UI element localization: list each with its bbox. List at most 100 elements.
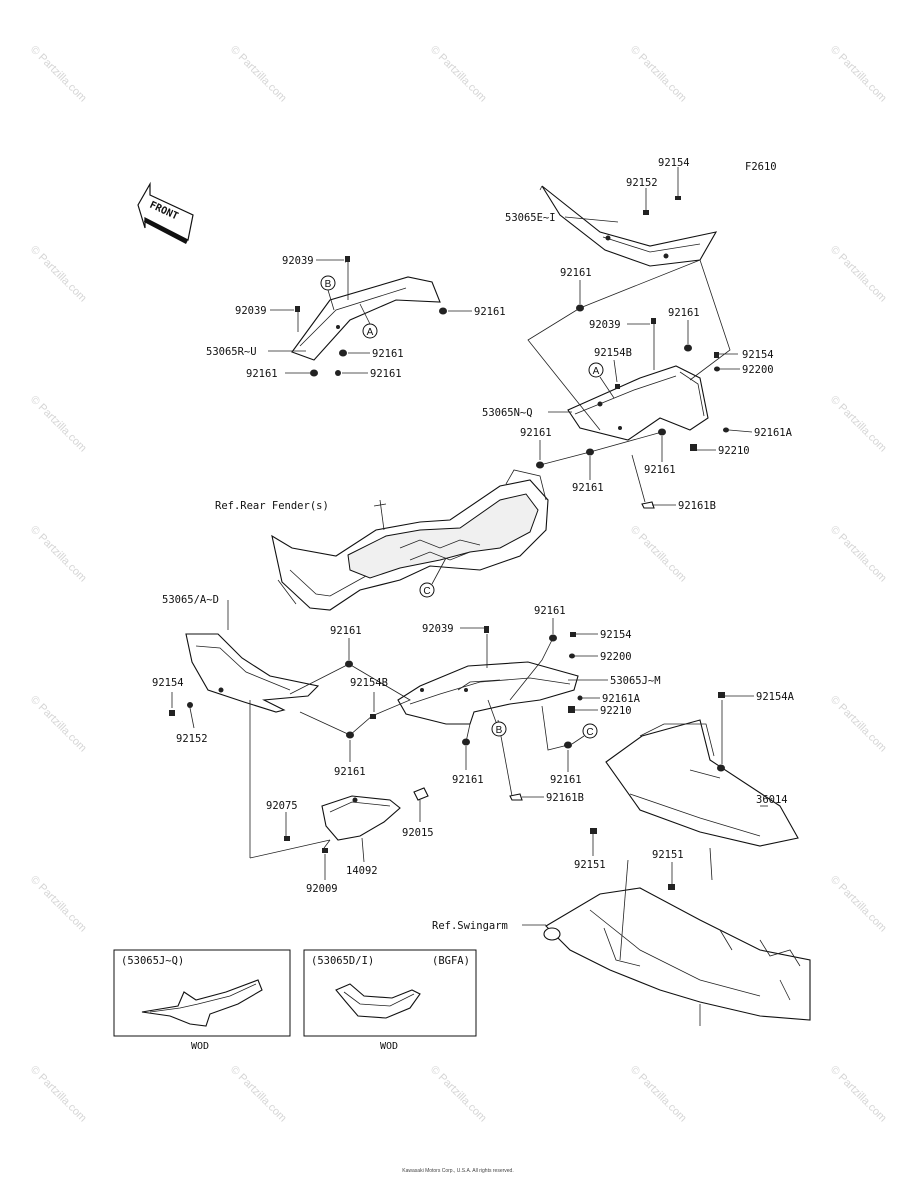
inset-title: (53065J~Q) — [121, 955, 184, 967]
part-number-label: 92200 — [600, 651, 632, 663]
cover-14092 — [321, 795, 401, 841]
part-number-label: 92039 — [235, 305, 267, 317]
inset-caption: WOD — [380, 1041, 398, 1052]
inset-title: (53065D/I) — [311, 955, 374, 967]
watermark: © Partzilla.com — [228, 1064, 289, 1125]
part-number-label: 92210 — [600, 705, 632, 717]
part-number-label: 92152 — [626, 177, 658, 189]
part-number-label: 53065N~Q — [482, 407, 533, 419]
part-number-label: 92154A — [756, 691, 795, 703]
part-number-label: 92161 — [668, 307, 700, 319]
part-number-label: 53065/A~D — [162, 594, 219, 606]
ref-circle-a: A — [362, 323, 378, 339]
svg-text:B: B — [496, 725, 503, 736]
ref-label: Ref.Swingarm — [432, 920, 508, 932]
cover-53065N-Q — [567, 365, 709, 441]
svg-text:C: C — [423, 586, 430, 597]
watermark: © Partzilla.com — [628, 1064, 689, 1125]
cover-53065-A-D — [185, 633, 320, 713]
part-number-label: 92154B — [350, 677, 388, 689]
ref-circle-b: B — [320, 275, 336, 291]
watermark: © Partzilla.com — [28, 874, 89, 935]
watermark: © Partzilla.com — [28, 694, 89, 755]
ref-circle-a: A — [588, 362, 604, 378]
ref-circle-c: C — [582, 723, 598, 739]
part-number-label: 92161 — [452, 774, 484, 786]
watermark: © Partzilla.com — [28, 244, 89, 305]
part-number-label: 92161A — [602, 693, 641, 705]
part-number-label: 92161B — [546, 792, 584, 804]
watermark: © Partzilla.com — [828, 1064, 889, 1125]
part-number-label: 92210 — [718, 445, 750, 457]
watermark: © Partzilla.com — [828, 874, 889, 935]
part-number-label: 92154 — [742, 349, 774, 361]
part-number-label: 92151 — [652, 849, 684, 861]
ref-circle-c: C — [419, 582, 435, 598]
copyright-footer: Kawasaki Motors Corp., U.S.A. All rights… — [402, 1168, 513, 1174]
front-arrow-icon: FRONT — [137, 181, 194, 244]
watermark: © Partzilla.com — [828, 524, 889, 585]
inset-box-53065D-I: (53065D/I) (BGFA) WOD — [303, 949, 477, 1052]
cover-53065R-U — [291, 276, 441, 361]
cover-53065E-I — [541, 185, 718, 267]
part-number-label: 92151 — [574, 859, 606, 871]
watermark: © Partzilla.com — [828, 394, 889, 455]
inset-box-53065J-Q: (53065J~Q) WOD — [113, 949, 291, 1052]
part-number-label: 92075 — [266, 800, 298, 812]
part-number-label: 92161 — [246, 368, 278, 380]
svg-text:A: A — [593, 366, 600, 377]
part-number-label: 92154 — [600, 629, 632, 641]
rear-fender-ref — [271, 469, 549, 611]
watermark: © Partzilla.com — [628, 44, 689, 105]
inset-caption: WOD — [191, 1041, 209, 1052]
watermark: © Partzilla.com — [628, 524, 689, 585]
part-number-label: 92161B — [678, 500, 716, 512]
watermark: © Partzilla.com — [828, 44, 889, 105]
part-number-label: 53065J~M — [610, 675, 661, 687]
part-number-label: 92154 — [152, 677, 184, 689]
part-number-label: 92039 — [282, 255, 314, 267]
chain-guard-36014 — [605, 719, 799, 847]
part-number-label: 92161 — [334, 766, 366, 778]
part-number-label: 92015 — [402, 827, 434, 839]
part-number-label: 36014 — [756, 794, 788, 806]
part-number-label: 92200 — [742, 364, 774, 376]
part-number-label: 92161 — [644, 464, 676, 476]
swingarm-ref — [543, 887, 811, 1026]
part-number-label: 14092 — [346, 865, 378, 877]
ref-circle-b: B — [491, 721, 507, 737]
part-number-label: 92161 — [370, 368, 402, 380]
watermark: © Partzilla.com — [828, 694, 889, 755]
svg-text:B: B — [325, 279, 332, 290]
watermark: © Partzilla.com — [428, 44, 489, 105]
part-number-label: 92154B — [594, 347, 632, 359]
watermark: © Partzilla.com — [428, 1064, 489, 1125]
watermark: © Partzilla.com — [28, 524, 89, 585]
part-number-label: 92161 — [474, 306, 506, 318]
watermark: © Partzilla.com — [28, 394, 89, 455]
part-number-label: 92161 — [520, 427, 552, 439]
part-number-label: 92039 — [589, 319, 621, 331]
part-number-label: 92161 — [372, 348, 404, 360]
figure-code: F2610 — [745, 161, 777, 173]
part-number-label: 92161 — [534, 605, 566, 617]
part-number-label: 92161 — [572, 482, 604, 494]
watermark: © Partzilla.com — [28, 1064, 89, 1125]
cover-53065J-M — [397, 661, 579, 725]
svg-text:C: C — [586, 727, 593, 738]
svg-text:A: A — [367, 327, 374, 338]
part-number-label: 92161A — [754, 427, 793, 439]
part-number-label: 92009 — [306, 883, 338, 895]
ref-label: Ref.Rear Fender(s) — [215, 500, 329, 512]
part-number-label: 92154 — [658, 157, 690, 169]
part-number-label: 92161 — [330, 625, 362, 637]
watermark: © Partzilla.com — [828, 244, 889, 305]
part-number-label: 92039 — [422, 623, 454, 635]
inset-code: (BGFA) — [432, 955, 470, 967]
part-number-label: 53065E~I — [505, 212, 556, 224]
part-number-label: 92161 — [550, 774, 582, 786]
watermark: © Partzilla.com — [228, 44, 289, 105]
part-number-label: 92152 — [176, 733, 208, 745]
watermark: © Partzilla.com — [28, 44, 89, 105]
